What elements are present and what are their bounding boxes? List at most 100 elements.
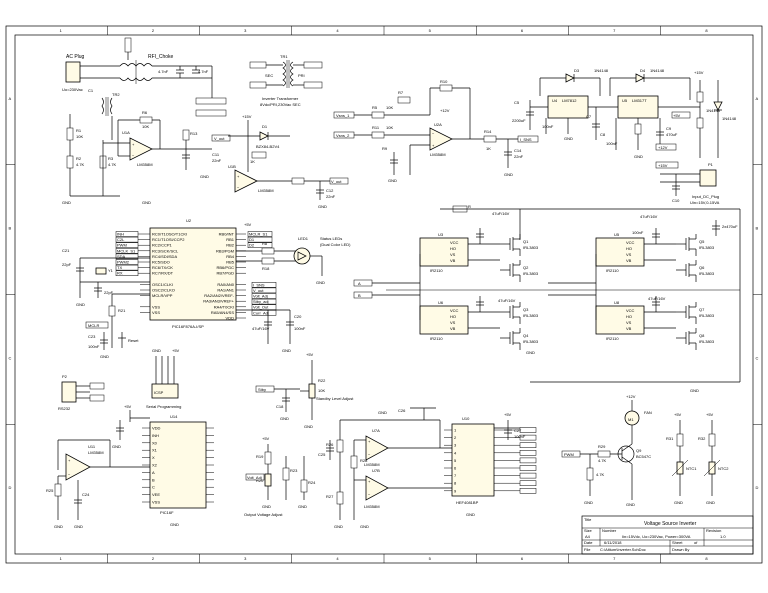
- mux-pin-label: VSS: [152, 500, 160, 505]
- c1-label: C1: [88, 88, 94, 93]
- standby-adjust-section: +5V R22 10K Standby Level Adjust Stby C1…: [255, 352, 354, 429]
- r22-label: R22: [318, 378, 326, 383]
- frame-col-label-top: 3: [244, 28, 247, 33]
- u7b-part: LM358M: [364, 504, 380, 509]
- title-block: Title Voltage Source Inverter Size A4 Nu…: [581, 515, 754, 555]
- gnd-net-1: GND: [62, 200, 71, 205]
- mcu-pin-left: RC4/SDI/SDA: [152, 254, 177, 259]
- date-label: Date: [584, 540, 593, 545]
- c-boot-value-2: 47uF/16V: [640, 214, 658, 219]
- mcu-net-tag-right: Volt_Adj: [253, 294, 268, 299]
- mux-pin-label: INH: [152, 433, 159, 438]
- d1-zener: [259, 131, 269, 141]
- frame-row-label-left: D: [9, 485, 12, 490]
- mcu-net-tag-right: Volt_Out: [253, 305, 269, 310]
- d3-label: D3: [574, 68, 580, 73]
- gate-driver-pin: VCC: [626, 308, 635, 313]
- r5-value: 10K: [386, 105, 393, 110]
- input-plug-spec: Uin=15V,0-15VA: [690, 200, 720, 205]
- svg-text:−: −: [368, 452, 371, 457]
- mux-pin-label: A: [152, 470, 155, 475]
- p15-label: +15V: [694, 70, 704, 75]
- u11-part: LM358M: [88, 450, 104, 455]
- svg-text:+: +: [432, 143, 435, 148]
- gnd-net-3: GND: [200, 174, 209, 179]
- c9-label: C9: [666, 126, 672, 131]
- rs232-connector: [61, 381, 77, 403]
- c25-label: C25: [318, 452, 326, 457]
- crystal-y1: [95, 267, 107, 275]
- mcu-net-tag-right: I_SNS: [253, 282, 265, 287]
- svg-text:−: −: [68, 472, 71, 477]
- frame-col-label-top: 7: [613, 28, 616, 33]
- d-part-3: 1N4148: [706, 108, 721, 113]
- r13-label: R13: [190, 131, 198, 136]
- revision-label: Revision: [706, 528, 721, 533]
- mcu-pin-right: VDD: [226, 316, 235, 321]
- c11-value: 22nF: [212, 158, 222, 163]
- r1-label: R1: [76, 128, 82, 133]
- gnd-net-15: GND: [526, 350, 535, 355]
- r27-label: R27: [326, 494, 334, 499]
- gate-driver-ref: U3: [438, 232, 444, 237]
- gnd-net-22: GND: [54, 524, 63, 529]
- u7b-label: U7B: [372, 468, 380, 473]
- gnd-net-10: GND: [100, 354, 109, 359]
- mcu-pin-left: RC2/CCP1: [152, 243, 173, 248]
- logic-net-tag: [519, 427, 537, 433]
- logic-pin-label: 4: [454, 450, 457, 455]
- c-boot-value-4: 47uF/16V: [498, 298, 516, 303]
- mcu-net-tag-right: Stby_adj: [253, 299, 269, 304]
- isns-tag: I_SNS: [520, 137, 532, 142]
- sheet-value: of: [694, 540, 698, 545]
- p5v-net-5: +5V: [124, 404, 132, 409]
- reset-label: Reset: [128, 338, 139, 343]
- r6-resistor: [139, 116, 153, 124]
- q9-label: Q9: [636, 448, 642, 453]
- mcu-pin-right: RB0/INT: [219, 232, 235, 237]
- drawn-label: Drawn By: [672, 547, 689, 552]
- c20-value: 100nF: [294, 326, 306, 331]
- r28-label: R28: [360, 458, 368, 463]
- logic-pin-label: 9: [454, 488, 457, 493]
- frame-row-label-right: C: [756, 355, 759, 360]
- c5-value: 2200uF: [512, 118, 526, 123]
- mosfet-ref: Q8: [699, 333, 705, 338]
- tr1-pri: PRI: [298, 73, 305, 78]
- mcu-pin-right: RB4: [226, 254, 235, 259]
- mcu-pin-right: RA0/AN0: [217, 282, 234, 287]
- p5v-net-8: +5V: [706, 412, 714, 417]
- gate-driver-ic: [595, 305, 645, 335]
- frame-col-label-top: 4: [336, 28, 339, 33]
- vout-net-2: V_out: [331, 179, 342, 184]
- mosfet-ref: Q1: [523, 239, 529, 244]
- mcu-pin-right: RA1/AN1: [217, 288, 234, 293]
- number-label: Number: [602, 528, 617, 533]
- h-bridge-section: R U3IR2110VCCHOVSVBU6IR2110VCCHOVSVBU5IR…: [353, 204, 741, 393]
- gate-driver-pin: HO: [450, 246, 456, 251]
- logic-pin-label: 8: [454, 481, 457, 486]
- d1-part: BZX84-B2V4: [256, 144, 280, 149]
- frame-row-label-right: D: [756, 485, 759, 490]
- r29-label: R29: [598, 444, 606, 449]
- r30-value: 4.7K: [596, 472, 605, 477]
- gnd-net-11: GND: [282, 348, 291, 353]
- q9-part: BC547C: [636, 454, 651, 459]
- dc-input-connector: [699, 169, 717, 187]
- mux-pin-label: VEE: [152, 492, 160, 497]
- svg-text:B: B: [358, 293, 361, 298]
- bottom-opamp-section: +− U7A LM358M +− U7B LM358M R26 R27 R28 …: [318, 407, 452, 529]
- mcu-net-tag-left: PWM: [117, 243, 127, 248]
- gnd-net-13: GND: [152, 348, 161, 353]
- gnd-net-20: GND: [112, 444, 121, 449]
- ac-output-section: AC Plug Uo=230Vac RFI_Choke 4.7nF 4.7nF …: [62, 37, 323, 140]
- c16-value: 47uF/16V: [252, 326, 270, 331]
- file-value: C:\Altium\Inverter.SchDoc: [600, 547, 646, 552]
- frame-col-label-bottom: 5: [429, 556, 432, 561]
- rfi-choke-label: RFI_Choke: [148, 54, 174, 60]
- file-label: File: [584, 547, 591, 552]
- mcu-net-tag-right: V_out: [253, 288, 264, 293]
- r22-potentiometer: [308, 383, 316, 399]
- u5-label: U5: [622, 98, 628, 103]
- mosfet-part: IRL3803: [523, 271, 539, 276]
